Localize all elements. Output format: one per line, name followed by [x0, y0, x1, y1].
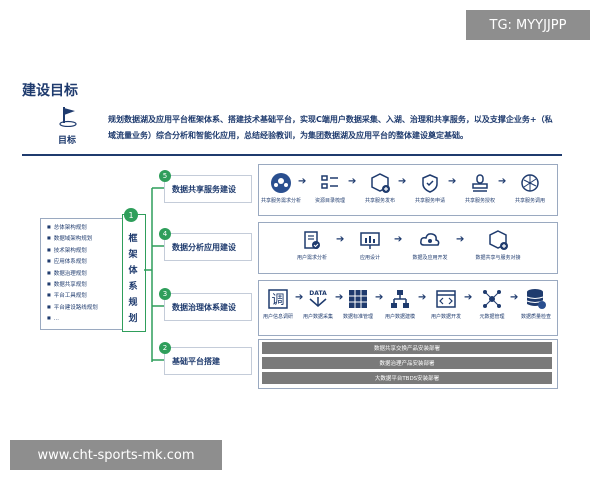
category-data-sharing: 5 数据共享服务建设	[159, 170, 252, 203]
network-globe-icon	[521, 174, 539, 192]
svg-text:DATA: DATA	[309, 290, 327, 297]
presentation-chart-icon	[360, 232, 380, 249]
flag-target-icon	[59, 107, 77, 127]
bar-data-exchange-deploy: 数据共享交换产品安装部署	[262, 342, 552, 354]
goal-label: 目标	[58, 136, 77, 146]
planning-list-item: 数据域架构规划	[47, 233, 125, 244]
connector-bracket	[144, 187, 164, 362]
framework-label: 框 架 体 系 规 划	[128, 234, 138, 324]
arrow-icon: ➔	[348, 176, 357, 187]
category-data-governance: 3 数据治理体系建设	[159, 288, 252, 321]
hierarchy-icon	[391, 290, 409, 308]
document-check-icon	[304, 231, 320, 249]
planning-list-item: 总体架构规划	[47, 222, 125, 233]
arrow-icon: ➔	[448, 176, 457, 187]
svg-text:调: 调	[271, 293, 284, 308]
arrow-icon: ➔	[418, 292, 427, 303]
step-data-quality: 数据质量检查	[512, 287, 560, 320]
step-data-standard: 数据标准管理	[334, 287, 382, 320]
list-icon	[321, 175, 338, 189]
arrow-icon: ➔	[295, 292, 304, 303]
arrow-icon: ➔	[510, 292, 519, 303]
planning-list-item: 数据共享规划	[47, 279, 125, 290]
grid-table-icon	[349, 290, 367, 308]
code-window-icon	[436, 290, 456, 308]
arrow-icon: ➔	[375, 292, 384, 303]
users-circle-icon	[271, 173, 291, 193]
bar-tbds-deploy: 大数据平台TBDS安装部署	[262, 372, 552, 384]
step-metadata-mgmt: 元数据管理	[468, 287, 516, 320]
category-base-platform: 2 基础平台搭建	[159, 342, 252, 375]
watermark-tg: TG: MYYJJPP	[466, 10, 590, 40]
arrow-icon: ➔	[498, 176, 507, 187]
step-share-apply: 共享服务申请	[406, 171, 454, 204]
step-share-authorize: 共享服务授权	[456, 171, 504, 204]
category-data-analysis: 4 数据分析应用建设	[159, 228, 252, 261]
step-user-info-survey: 调 用户信息调研	[254, 287, 302, 320]
cloud-gear-icon	[420, 233, 440, 246]
step-user-data-dev: 用户数据开发	[422, 287, 470, 320]
step-share-invoke: 共享服务调用	[506, 171, 554, 204]
goal-text: 规划数据湖及应用平台框架体系、搭建技术基础平台，实现C端用户数据采集、入湖、治理…	[108, 115, 553, 140]
step-share-demand: 共享服务需求分析	[257, 171, 305, 204]
network-nodes-icon	[483, 290, 501, 308]
cube-plus-icon	[489, 230, 508, 250]
step-data-app-dev: 数据及应用开发	[406, 228, 454, 261]
planning-list-item: ...	[47, 313, 125, 324]
step-resource-catalog: 资源目录梳理	[306, 171, 354, 204]
step-user-data-model: 用户数据建模	[376, 287, 424, 320]
planning-list-item: 技术架构规划	[47, 245, 125, 256]
planning-list-item: 应用体系规划	[47, 256, 125, 267]
arrow-icon: ➔	[456, 234, 465, 245]
planning-list-item: 平台工具规划	[47, 290, 125, 301]
step-share-service-dock: 数据共享与服务对接	[474, 228, 522, 261]
framework-box	[122, 214, 146, 332]
page-title: 建设目标	[22, 83, 78, 99]
arrow-icon: ➔	[394, 234, 403, 245]
watermark-site: www.cht-sports-mk.com	[10, 440, 222, 470]
step-user-demand: 用户需求分析	[288, 228, 336, 261]
database-check-icon	[526, 289, 546, 309]
goal-divider	[22, 154, 562, 156]
data-upload-icon: DATA	[309, 290, 327, 307]
step-user-data-collect: DATA 用户数据采集	[302, 290, 333, 320]
arrow-icon: ➔	[335, 292, 344, 303]
planning-list-item: 数据治理规划	[47, 268, 125, 279]
shield-check-icon	[422, 174, 438, 193]
step-app-design: 应用设计	[346, 228, 394, 261]
panel-data-governance	[258, 280, 558, 336]
step-share-publish: 共享服务发布	[356, 171, 404, 204]
step-number-1: 1	[124, 208, 138, 222]
survey-icon: 调	[268, 289, 288, 309]
arrow-icon: ➔	[464, 292, 473, 303]
stamp-icon	[472, 174, 488, 192]
planning-list: 总体架构规划数据域架构规划技术架构规划应用体系规划数据治理规划数据共享规划平台工…	[40, 218, 126, 330]
bar-data-governance-deploy: 数据治理产品安装部署	[262, 357, 552, 369]
cube-plus-icon	[371, 173, 390, 193]
arrow-icon: ➔	[298, 176, 307, 187]
planning-list-item: 平台建设路线规划	[47, 302, 125, 313]
arrow-icon: ➔	[398, 176, 407, 187]
arrow-icon: ➔	[336, 234, 345, 245]
panel-data-sharing	[258, 164, 558, 216]
